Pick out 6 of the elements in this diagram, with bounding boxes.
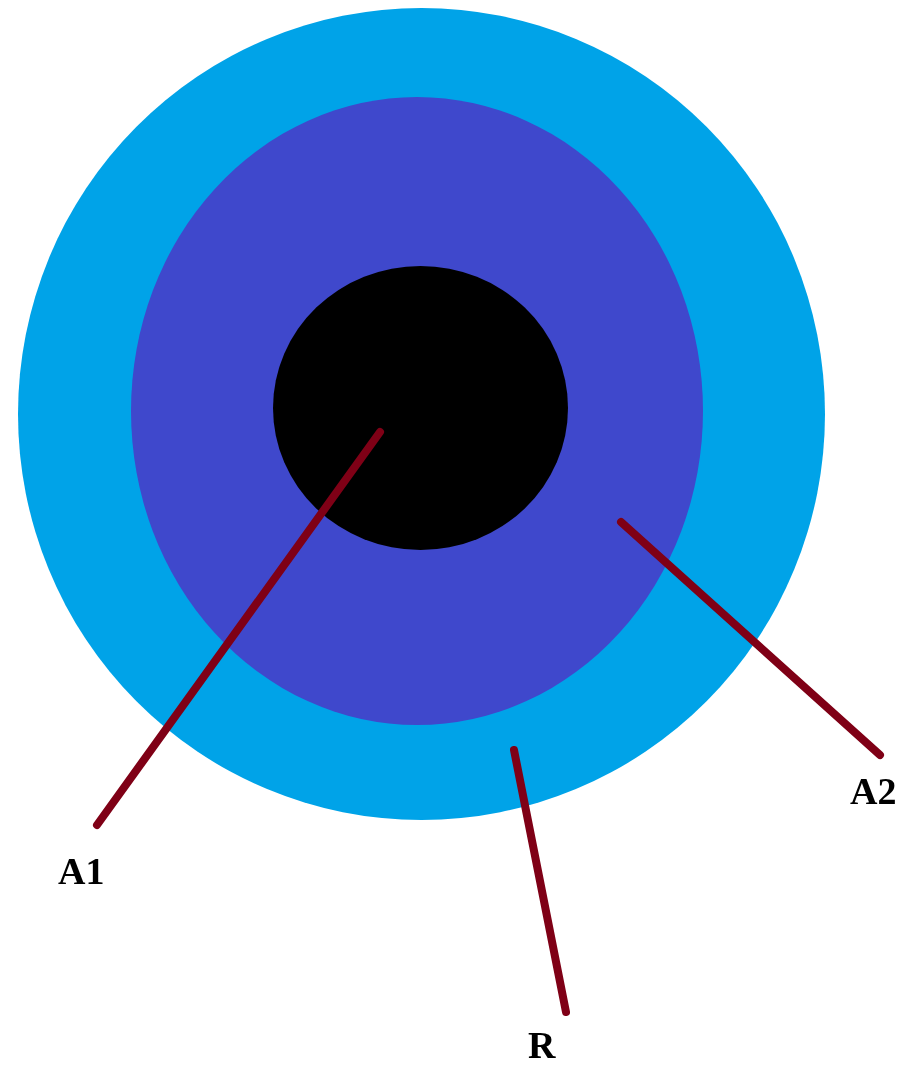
leader-line xyxy=(617,518,884,759)
leader-line xyxy=(510,746,570,1016)
part-label: A2 xyxy=(850,772,897,810)
leader-line xyxy=(93,428,384,829)
part-label: A1 xyxy=(58,852,105,890)
part-label: R xyxy=(528,1026,556,1064)
